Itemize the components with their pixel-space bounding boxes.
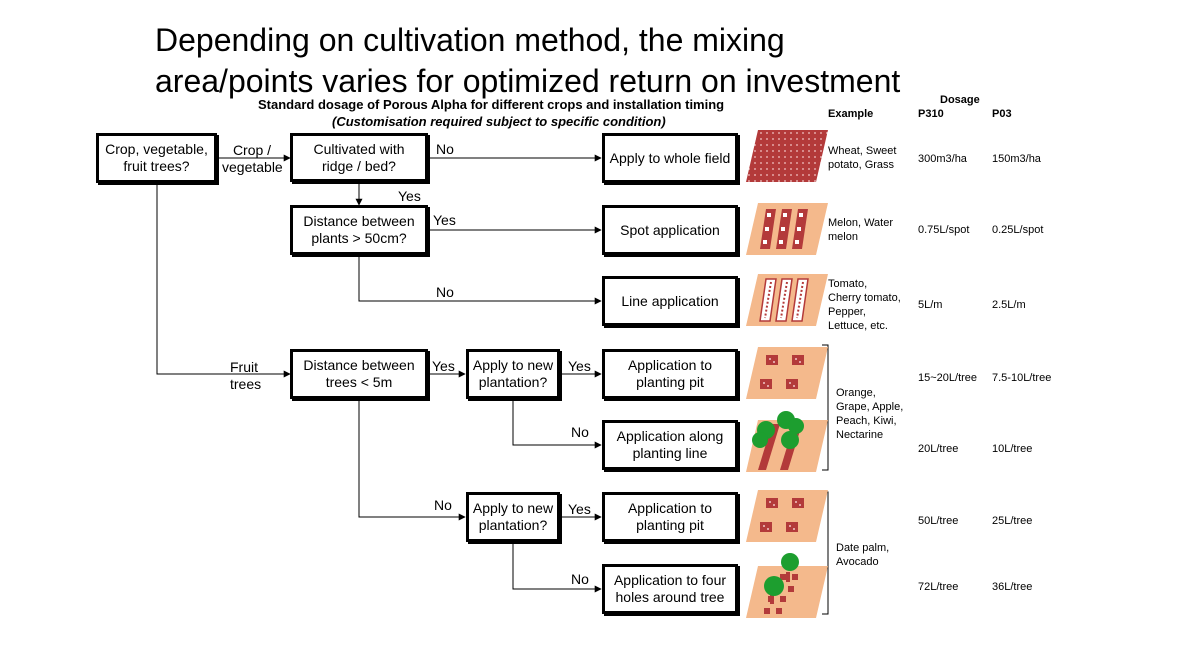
chart-title: Standard dosage of Porous Alpha for diff… <box>258 97 725 112</box>
header-p03: P03 <box>992 108 1012 120</box>
edge-label-new1-no: No <box>571 424 589 440</box>
result-four-holes: Application to four holes around tree <box>602 564 738 614</box>
dosage-p310-spot: 0.75L/spot <box>918 224 970 236</box>
dosage-p03-four-holes: 36L/tree <box>992 581 1033 593</box>
example-whole-field: Wheat, Sweet potato, Grass <box>828 145 897 171</box>
header-dosage: Dosage <box>940 94 980 106</box>
edge-label-ridge-no: No <box>436 141 454 157</box>
slide-title: Depending on cultivation method, the mix… <box>155 22 901 99</box>
dosage-p310-pit-2: 50L/tree <box>918 515 959 527</box>
dosage-p310-along-line: 20L/tree <box>918 443 959 455</box>
edge-label-plants-no: No <box>436 284 454 300</box>
example-fruit-group-2: Date palm, Avocado <box>836 542 890 568</box>
decision-distance-trees: Distance between trees < 5m <box>290 349 428 399</box>
decision-crop-type: Crop, vegetable, fruit trees? <box>96 133 217 183</box>
edge-label-trees-yes: Yes <box>432 358 455 374</box>
example-line: Tomato, Cherry tomato, Pepper, Lettuce, … <box>828 278 901 332</box>
edge-label-plants-yes: Yes <box>433 212 456 228</box>
decision-cultivated-ridge: Cultivated with ridge / bed? <box>290 133 428 182</box>
result-along-planting-line: Application along planting line <box>602 420 738 470</box>
result-spot-application: Spot application <box>602 205 738 255</box>
dosage-p03-spot: 0.25L/spot <box>992 224 1044 236</box>
planting-line-trees-icon <box>746 411 828 472</box>
decision-new-plantation-1: Apply to new plantation? <box>466 349 560 399</box>
dosage-p03-line: 2.5L/m <box>992 299 1026 311</box>
example-fruit-group-1: Orange, Grape, Apple, Peach, Kiwi, Necta… <box>836 387 904 441</box>
connector-trees-no <box>358 399 466 521</box>
spot-field-icon <box>746 203 828 255</box>
decision-distance-plants: Distance between plants > 50cm? <box>290 205 428 255</box>
line-field-icon <box>746 274 828 326</box>
bracket-fruit-group-1 <box>822 344 829 471</box>
planting-pit-icon-1 <box>746 347 828 399</box>
dosage-p310-whole-field: 300m3/ha <box>918 153 967 165</box>
whole-field-icon <box>746 130 828 182</box>
connector-fruit-trees <box>156 182 291 378</box>
result-line-application: Line application <box>602 276 738 326</box>
dosage-p03-pit-1: 7.5-10L/tree <box>992 372 1052 384</box>
result-whole-field: Apply to whole field <box>602 133 738 183</box>
dosage-p03-along-line: 10L/tree <box>992 443 1033 455</box>
decision-new-plantation-2: Apply to new plantation? <box>466 492 560 542</box>
edge-label-new2-no: No <box>571 571 589 587</box>
edge-label-crop-vegetable: Crop / vegetable <box>222 142 283 175</box>
header-p310: P310 <box>918 108 944 120</box>
edge-label-fruit-trees: Fruit trees <box>230 359 262 392</box>
result-planting-pit-1: Application to planting pit <box>602 349 738 399</box>
dosage-p310-pit-1: 15~20L/tree <box>918 372 978 384</box>
dosage-p03-pit-2: 25L/tree <box>992 515 1033 527</box>
edge-label-trees-no: No <box>434 497 452 513</box>
chart-subtitle: (Customisation required subject to speci… <box>332 114 666 129</box>
connector-plants-no <box>358 255 602 305</box>
dosage-p310-line: 5L/m <box>918 299 943 311</box>
four-holes-trees-icon <box>746 553 828 618</box>
example-spot: Melon, Water melon <box>828 217 894 243</box>
header-example: Example <box>828 108 874 120</box>
result-planting-pit-2: Application to planting pit <box>602 492 738 542</box>
planting-pit-icon-2 <box>746 490 828 542</box>
dosage-p310-four-holes: 72L/tree <box>918 581 959 593</box>
edge-label-ridge-yes: Yes <box>398 188 421 204</box>
edge-label-new2-yes: Yes <box>568 501 591 517</box>
connector-new2-no <box>512 542 602 593</box>
dosage-p03-whole-field: 150m3/ha <box>992 153 1041 165</box>
edge-label-new1-yes: Yes <box>568 358 591 374</box>
connector-new1-no <box>512 399 602 449</box>
